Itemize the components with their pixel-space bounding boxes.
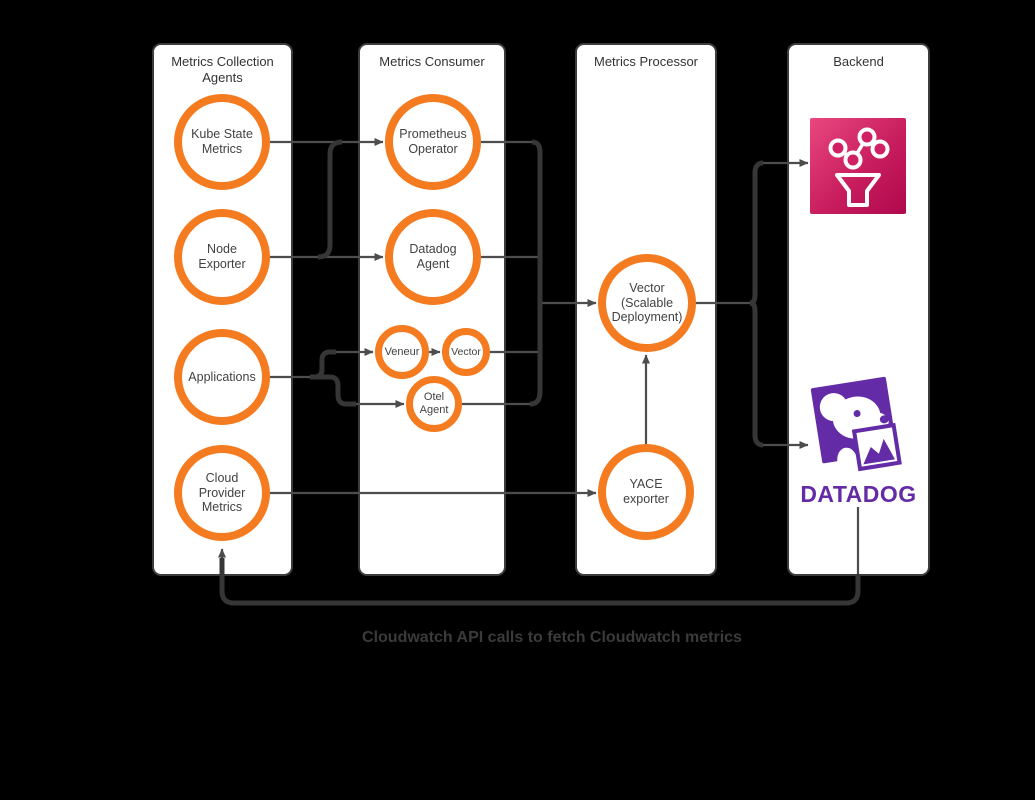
trunk-applications-up: [310, 349, 336, 380]
cloudwatch-caption: Cloudwatch API calls to fetch Cloudwatch…: [362, 629, 742, 646]
trunk-cloudwatch-feedback-loop: [219, 558, 861, 606]
node-applications: Applications: [174, 329, 270, 425]
trunk-applications-down: [310, 374, 356, 407]
panel-title: Metrics Processor: [593, 54, 699, 69]
node-label: Datadog Agent: [409, 242, 457, 271]
node-datadog-agent: Datadog Agent: [385, 209, 481, 305]
panel-title: Backend: [833, 54, 884, 69]
node-label: Applications: [188, 369, 256, 384]
node-cloud-provider-metrics: Cloud Provider Metrics: [174, 445, 270, 541]
node-vector-scalable-deployment: Vector (Scalable Deployment): [598, 254, 696, 352]
node-vector: Vector: [442, 328, 490, 376]
panel-title: Metrics Consumer: [379, 54, 485, 69]
node-kube-state-metrics: Kube State Metrics: [174, 94, 270, 190]
node-yace-exporter: YACE exporter: [598, 444, 694, 540]
datadog-dog-icon: [810, 376, 902, 474]
trunk-to-aws-backend: [749, 160, 764, 306]
node-label: Prometheus Operator: [399, 127, 467, 156]
panel-title: Metrics Collection Agents: [171, 54, 274, 85]
aws-managed-prometheus-icon: [810, 118, 906, 214]
node-label: Cloud Provider Metrics: [198, 470, 246, 515]
trunk-column2-column3: [529, 139, 543, 407]
trunk-column1-column2: [317, 139, 343, 260]
node-label: Veneur: [384, 345, 420, 358]
node-otel-agent: Otel Agent: [406, 376, 462, 432]
node-label: Vector (Scalable Deployment): [611, 280, 683, 325]
node-label: YACE exporter: [623, 477, 669, 506]
node-label: Node Exporter: [198, 242, 246, 271]
node-node-exporter: Node Exporter: [174, 209, 270, 305]
node-prometheus-operator: Prometheus Operator: [385, 94, 481, 190]
node-label: Otel Agent: [419, 391, 449, 416]
node-label: Kube State Metrics: [191, 127, 253, 156]
node-veneur: Veneur: [375, 325, 429, 379]
datadog-wordmark: DATADOG: [800, 481, 917, 507]
node-label: Vector: [451, 345, 481, 358]
trunk-to-datadog-backend: [749, 300, 764, 448]
funnel-graph-glyph: [828, 127, 890, 207]
